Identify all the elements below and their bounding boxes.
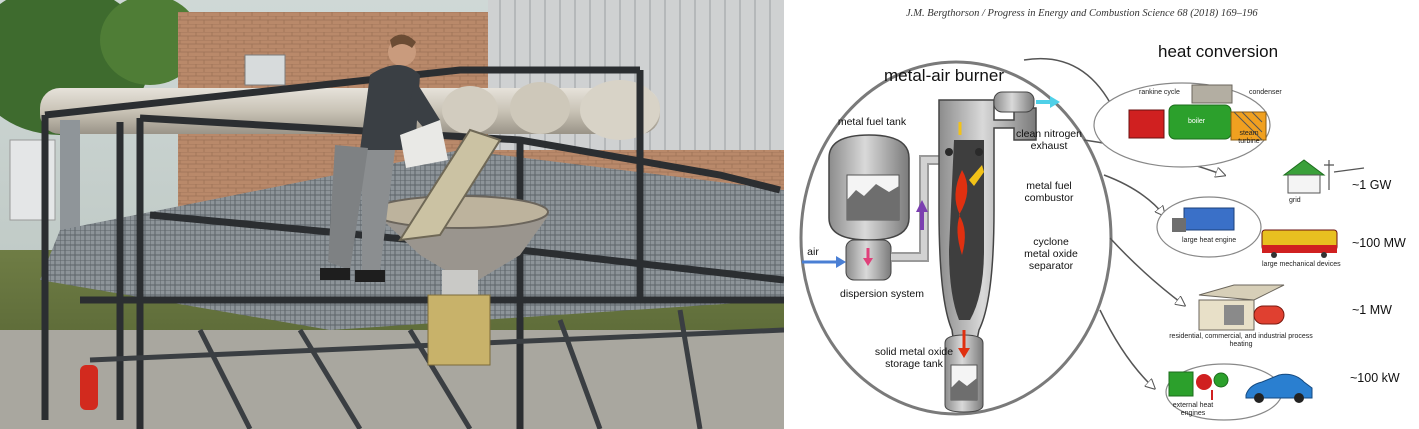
combustor-label: metal fuel combustor: [1024, 180, 1074, 204]
large-mechanical-devices-label: large mechanical devices: [1262, 261, 1341, 268]
large-heat-engine-icon: [1172, 207, 1235, 232]
rankine-cycle-icon: [1128, 84, 1267, 141]
arrow-to-process-heating: [1109, 237, 1184, 305]
power-scale-100kw: ~100 kW: [1350, 371, 1400, 385]
grid-label: grid: [1289, 197, 1301, 204]
arrow-to-external-engines: [1099, 309, 1154, 388]
large-heat-engine-label: large heat engine: [1182, 237, 1237, 244]
burner-title: metal-air burner: [884, 66, 1004, 85]
boiler-label: boiler: [1188, 118, 1206, 125]
rankine-cycle-label: rankine cycle: [1139, 89, 1180, 96]
dispersion-system-icon: [845, 239, 892, 281]
cyclone-combustor-icon: [938, 99, 1037, 346]
grid-house-icon: [1282, 159, 1365, 194]
metal-air-burner-diagram: J.M. Bergthorson / Progress in Energy an…: [784, 0, 1419, 429]
car-icon: [1245, 373, 1313, 403]
power-scale-1gw: ~1 GW: [1352, 178, 1392, 192]
separator-label: cyclone metal oxide separator: [1024, 236, 1078, 272]
storage-tank-label: solid metal oxide storage tank: [874, 346, 954, 370]
arrow-to-heat-engine: [1103, 174, 1164, 215]
clean-exhaust-label: clean nitrogen exhaust: [1016, 128, 1082, 152]
process-heating-label: residential, commercial, and industrial …: [1169, 333, 1313, 348]
metal-oxide-storage-tank-icon: [944, 330, 984, 413]
external-heat-engines-label: external heat engines: [1172, 402, 1214, 417]
metal-fuel-tank-label: metal fuel tank: [837, 116, 907, 128]
power-scale-100mw: ~100 MW: [1352, 236, 1406, 250]
dispersion-system-label: dispersion system: [839, 288, 925, 300]
arrow-to-rankine: [1023, 57, 1114, 110]
citation: J.M. Bergthorson / Progress in Energy an…: [906, 8, 1258, 19]
heat-conversion-title: heat conversion: [1158, 42, 1279, 61]
metal-fuel-tank-icon: [828, 134, 910, 256]
power-scale-1mw: ~1 MW: [1352, 303, 1392, 317]
steam-turbine-label: steam turbine: [1238, 130, 1260, 145]
condenser-label: condenser: [1249, 89, 1282, 96]
external-heat-engine-icon: [1168, 371, 1229, 400]
air-label: air: [807, 246, 819, 258]
train-icon: [1261, 229, 1338, 258]
photo-metal-burner-rig: [0, 0, 784, 429]
process-heating-icon: [1198, 284, 1285, 331]
